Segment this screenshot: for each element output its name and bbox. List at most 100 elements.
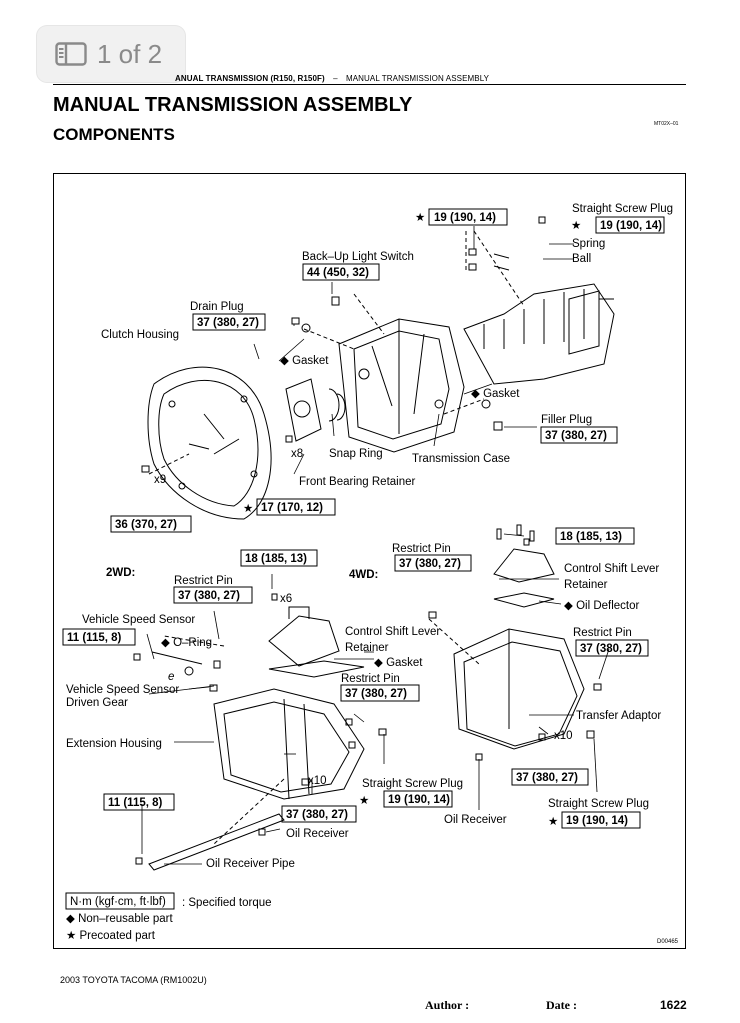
- diamond-marker: ◆: [161, 637, 171, 649]
- breadcrumb-section: ANUAL TRANSMISSION (R150, R150F): [175, 74, 325, 83]
- page-subtitle: COMPONENTS: [53, 125, 175, 144]
- diamond-marker: ◆: [471, 388, 481, 400]
- label-vehicle-speed-sensor: Vehicle Speed Sensor: [82, 614, 195, 626]
- torque-vss: 11 (115, 8): [67, 632, 122, 644]
- cslr-2wd-line2: Retainer: [345, 642, 389, 654]
- torque-front-bearing-retainer: 17 (170, 12): [261, 502, 323, 514]
- page-indicator-text: 1 of 2: [97, 38, 163, 69]
- torque-boxes: [62, 208, 665, 910]
- diamond-marker: ◆: [66, 913, 76, 925]
- o-ring-text: O–Ring: [173, 637, 212, 649]
- footer-author: Author :: [425, 998, 470, 1012]
- diamond-marker: ◆: [564, 600, 574, 612]
- exploded-view-svg: Straight Screw Plug Spring Ball Back–Up …: [62, 203, 679, 945]
- star-marker: ★: [571, 220, 581, 232]
- label-x10-ta: x10: [554, 730, 573, 742]
- cslr-2wd-line1: Control Shift Lever: [345, 626, 440, 638]
- torque-clutch-housing: 36 (370, 27): [115, 519, 177, 531]
- legend-precoated: ★ Precoated part: [66, 930, 156, 942]
- star-marker: ★: [415, 212, 425, 224]
- label-drain-plug: Drain Plug: [190, 301, 244, 313]
- label-oil-receiver-2wd: Oil Receiver: [286, 828, 349, 840]
- breadcrumb-separator: –: [333, 74, 338, 83]
- torque-restrict-pin-4wd: 37 (380, 27): [399, 558, 461, 570]
- label-oil-receiver-pipe: Oil Receiver Pipe: [206, 858, 295, 870]
- label-straight-screw-plug-2wd: Straight Screw Plug: [362, 778, 463, 790]
- label-x6: x6: [280, 593, 292, 605]
- label-spring: Spring: [572, 238, 605, 250]
- gear-train-drawing: [463, 283, 615, 385]
- label-snap-ring: Snap Ring: [329, 448, 383, 460]
- legend-nonreusable: ◆ Non–reusable part: [66, 913, 173, 925]
- clutch-housing-drawing: [147, 366, 272, 520]
- star-marker: ★: [66, 930, 76, 942]
- oil-deflector-drawing: [493, 592, 555, 608]
- torque-plug-top: 19 (190, 14): [600, 220, 662, 232]
- front-bearing-retainer-drawing: [285, 378, 346, 442]
- label-restrict-pin-ext: Restrict Pin: [341, 673, 400, 685]
- star-marker: ★: [548, 816, 558, 828]
- label-front-bearing-retainer: Front Bearing Retainer: [299, 476, 416, 488]
- cslr-4wd-line2: Retainer: [564, 579, 608, 591]
- torque-restrict-pin-2wd: 37 (380, 27): [178, 590, 240, 602]
- diamond-marker: ◆: [280, 355, 290, 367]
- footer-model: 2003 TOYOTA TACOMA (RM1002U): [60, 975, 207, 985]
- torque-ssp-4wd: 19 (190, 14): [566, 815, 628, 827]
- label-transmission-case: Transmission Case: [412, 453, 510, 465]
- torque-restrict-pin-ta: 37 (380, 27): [580, 643, 642, 655]
- vssdg-line2: Driven Gear: [66, 697, 128, 709]
- control-shift-retainer-2wd-drawing: [268, 606, 340, 667]
- vssdg-line1: Vehicle Speed Sensor: [66, 684, 179, 696]
- legend-unit-desc: : Specified torque: [182, 897, 272, 909]
- torque-4wd-retainer: 18 (185, 13): [560, 531, 622, 543]
- gasket-3-text: Gasket: [386, 657, 423, 669]
- breadcrumb-page: MANUAL TRANSMISSION ASSEMBLY: [345, 74, 490, 83]
- label-oil-receiver-4wd: Oil Receiver: [444, 814, 507, 826]
- label-oil-deflector: ◆ Oil Deflector: [564, 600, 639, 612]
- label-gasket-3: ◆ Gasket: [374, 657, 423, 669]
- torque-ssp-2wd: 19 (190, 14): [388, 794, 450, 806]
- label-clutch-housing: Clutch Housing: [101, 329, 179, 341]
- torque-ext-bolts: 37 (380, 27): [286, 809, 348, 821]
- torque-ta-bolts: 37 (380, 27): [516, 772, 578, 784]
- label-2wd: 2WD:: [106, 567, 135, 579]
- control-shift-retainer-4wd-drawing: [493, 548, 555, 583]
- figure-id: D00465: [657, 939, 679, 945]
- label-4wd: 4WD:: [349, 569, 378, 581]
- assembly-guide-lines: [148, 230, 525, 845]
- torque-top: 19 (190, 14): [434, 212, 496, 224]
- page-indicator[interactable]: 1 of 2: [37, 26, 185, 82]
- leader-lines: [141, 226, 610, 865]
- legend: N·m (kgf·cm, ft·lbf) : Specified torque …: [66, 896, 272, 942]
- torque-restrict-pin-ext: 37 (380, 27): [345, 688, 407, 700]
- label-straight-screw-plug-4wd: Straight Screw Plug: [548, 798, 649, 810]
- torque-backup-switch: 44 (450, 32): [307, 267, 369, 279]
- extension-housing-drawing: [213, 688, 365, 800]
- diamond-marker: ◆: [374, 657, 384, 669]
- label-straight-screw-plug-top: Straight Screw Plug: [572, 203, 673, 215]
- gasket-2wd-drawing: [268, 660, 365, 678]
- page-title: MANUAL TRANSMISSION ASSEMBLY: [53, 94, 413, 116]
- torque-oil-receiver-pipe: 11 (115, 8): [108, 797, 163, 809]
- label-ball: Ball: [572, 253, 591, 265]
- star-marker: ★: [359, 795, 369, 807]
- label-filler-plug: Filler Plug: [541, 414, 592, 426]
- label-backup-light-switch: Back–Up Light Switch: [302, 251, 414, 263]
- page-number: 1622: [660, 998, 687, 1012]
- header-rule: [53, 84, 686, 86]
- torque-drain-plug: 37 (380, 27): [197, 317, 259, 329]
- label-o-ring: ◆ O–Ring: [161, 637, 212, 649]
- legend-unit: N·m (kgf·cm, ft·lbf): [70, 896, 166, 908]
- torque-2wd-retainer: 18 (185, 13): [245, 553, 307, 565]
- label-restrict-pin-2wd: Restrict Pin: [174, 575, 233, 587]
- label-extension-housing: Extension Housing: [66, 738, 162, 750]
- gasket-2-text: Gasket: [483, 388, 520, 400]
- label-x8: x8: [291, 448, 303, 460]
- label-x9: x9: [154, 474, 166, 486]
- sidebar-icon: [55, 42, 87, 66]
- legend-nonreusable-text: Non–reusable part: [78, 913, 173, 925]
- footer-date: Date :: [546, 998, 577, 1012]
- label-gasket-1: ◆ Gasket: [280, 355, 329, 367]
